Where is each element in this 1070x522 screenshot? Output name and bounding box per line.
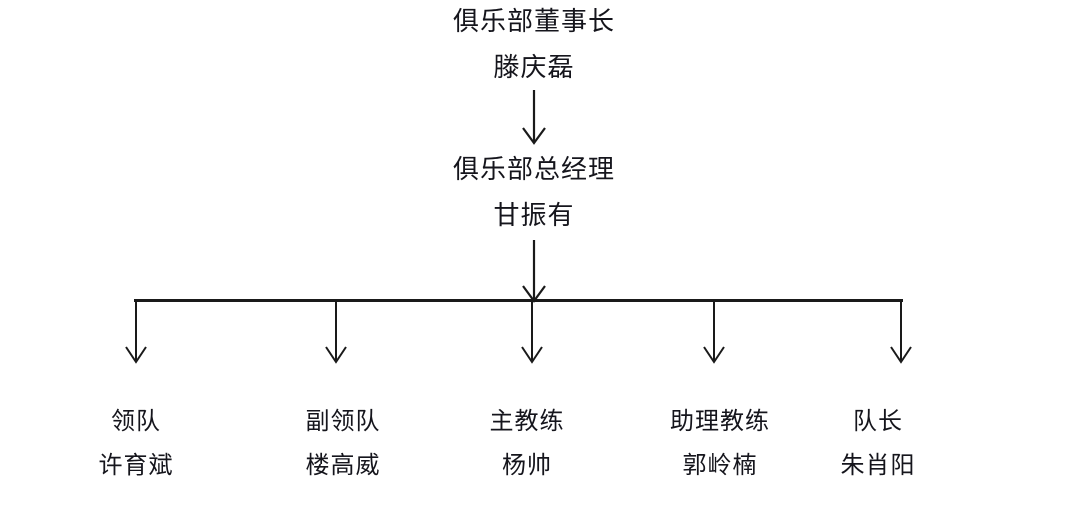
node-chairman-name: 滕庆磊 (493, 53, 575, 83)
node-head-coach-title: 主教练 (489, 407, 565, 435)
node-assistant-coach-title: 助理教练 (670, 407, 770, 435)
drop-to-team-leader (125, 301, 147, 364)
node-chairman-title: 俱乐部董事长 (452, 7, 615, 37)
node-team-captain: 队长 朱肖阳 (778, 404, 978, 482)
arrow-chairman-to-general-manager (522, 90, 546, 145)
drop-to-head-coach (521, 301, 543, 364)
node-assistant-coach-name: 郭岭楠 (682, 451, 758, 479)
node-deputy-team-leader-title: 副领队 (305, 407, 381, 435)
drop-to-team-captain (890, 301, 912, 364)
node-head-coach: 主教练 杨帅 (427, 404, 627, 482)
node-deputy-team-leader: 副领队 楼高威 (243, 404, 443, 482)
node-team-leader: 领队 许育斌 (36, 404, 236, 482)
node-team-captain-title: 队长 (853, 407, 903, 435)
node-general-manager-title: 俱乐部总经理 (452, 155, 615, 185)
node-general-manager: 俱乐部总经理 甘振有 (334, 153, 734, 233)
node-deputy-team-leader-name: 楼高威 (305, 451, 381, 479)
drop-to-assistant-coach (703, 301, 725, 364)
node-team-captain-name: 朱肖阳 (840, 451, 916, 479)
node-team-leader-title: 领队 (111, 407, 161, 435)
node-team-leader-name: 许育斌 (98, 451, 174, 479)
node-assistant-coach: 助理教练 郭岭楠 (620, 404, 820, 482)
node-head-coach-name: 杨帅 (502, 451, 552, 479)
node-general-manager-name: 甘振有 (493, 201, 575, 231)
drop-to-deputy-team-leader (325, 301, 347, 364)
node-chairman: 俱乐部董事长 滕庆磊 (334, 5, 734, 85)
arrow-general-manager-to-bus (522, 240, 546, 303)
